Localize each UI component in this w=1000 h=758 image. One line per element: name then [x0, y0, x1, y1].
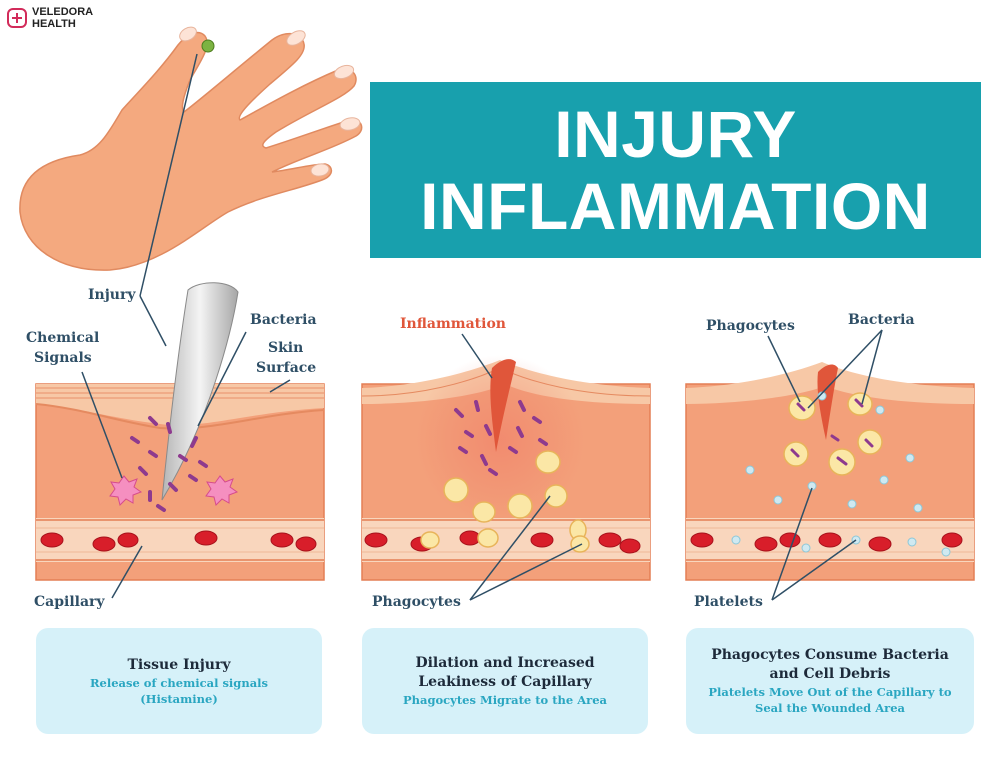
title-line2: INFLAMMATION: [420, 169, 931, 243]
caption-card-phagocytosis: Phagocytes Consume Bacteria and Cell Deb…: [686, 628, 974, 734]
title-banner: INJURY INFLAMMATION: [370, 82, 981, 258]
label-phagocytes-panel3: Phagocytes: [706, 318, 795, 334]
bacteria-icons: [130, 400, 548, 512]
inflammation-illustration: [19, 26, 975, 601]
chemical-signal-icons: [109, 475, 239, 506]
platelet-icons: [731, 391, 951, 557]
brand-name-line1: VELEDORA: [32, 6, 94, 18]
card-title: Dilation and Increased: [415, 655, 595, 671]
card-subtitle: Phagocytes Migrate to the Area: [403, 693, 607, 707]
thumbtack-icon: [201, 39, 215, 53]
label-bacteria-panel3: Bacteria: [848, 312, 915, 328]
label-bacteria-panel1: Bacteria: [250, 312, 317, 328]
label-platelets: Platelets: [694, 594, 763, 610]
card-subtitle: Seal the Wounded Area: [755, 701, 905, 715]
label-surface: Surface: [256, 360, 317, 376]
title-line1: INJURY: [554, 97, 797, 171]
label-injury: Injury: [88, 287, 136, 303]
label-inflammation: Inflammation: [400, 316, 506, 332]
leader-lines: [81, 53, 883, 601]
card-title: and Cell Debris: [769, 666, 891, 682]
brand-logo: VELEDORA HEALTH: [6, 6, 93, 30]
wound: [490, 359, 516, 452]
card-title: Phagocytes Consume Bacteria: [711, 647, 949, 663]
card-title: Tissue Injury: [127, 656, 231, 673]
blood-cell-icons: [40, 530, 963, 554]
card-subtitle: Platelets Move Out of the Capillary to: [708, 685, 952, 699]
caption-card-dilation: Dilation and Increased Leakiness of Capi…: [362, 628, 648, 734]
caption-card-tissue-injury: Tissue Injury Release of chemical signal…: [36, 628, 322, 734]
needle-icon: [161, 282, 239, 501]
label-skin: Skin: [268, 340, 304, 356]
card-subtitle: Release of chemical signals: [89, 675, 268, 690]
logo-icon: [7, 8, 27, 28]
phagocyte-icons: [420, 450, 590, 553]
hand-illustration: [19, 26, 363, 271]
label-chemical-signals-1: Chemical: [26, 330, 100, 346]
brand-name: VELEDORA HEALTH: [32, 6, 93, 30]
card-subtitle: (Histamine): [140, 691, 218, 706]
card-title: Leakiness of Capillary: [418, 674, 592, 690]
label-phagocytes-panel2: Phagocytes: [372, 594, 461, 610]
brand-name-line2: HEALTH: [32, 18, 76, 30]
label-capillary: Capillary: [34, 594, 105, 610]
label-chemical-signals-2: Signals: [34, 350, 92, 366]
wound-healing: [817, 364, 838, 440]
